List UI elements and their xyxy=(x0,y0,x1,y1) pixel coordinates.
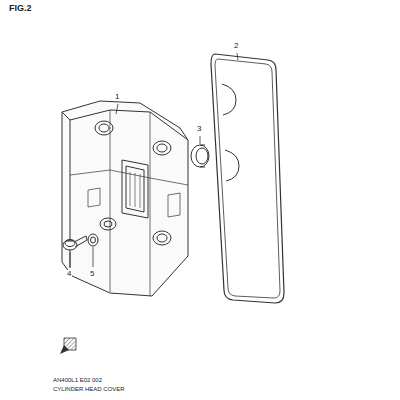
figure-caption: CYLINDER HEAD COVER xyxy=(52,386,126,392)
callout-number: 1 xyxy=(114,93,120,101)
callout-number: 5 xyxy=(89,270,95,278)
drawing-code: AN400L1 E02 002 xyxy=(52,377,103,383)
callout-number: 2 xyxy=(233,42,239,50)
figure-number: FIG.2 xyxy=(8,4,33,13)
cylinder-head-cover xyxy=(62,101,188,296)
bolt xyxy=(63,236,87,250)
gasket xyxy=(211,54,284,303)
callout-number: 4 xyxy=(66,270,72,278)
callout-number: 3 xyxy=(196,125,202,133)
seal-ring xyxy=(191,145,209,167)
front-arrow-icon xyxy=(60,338,76,354)
washer xyxy=(88,234,98,246)
leader-lines xyxy=(70,53,238,267)
